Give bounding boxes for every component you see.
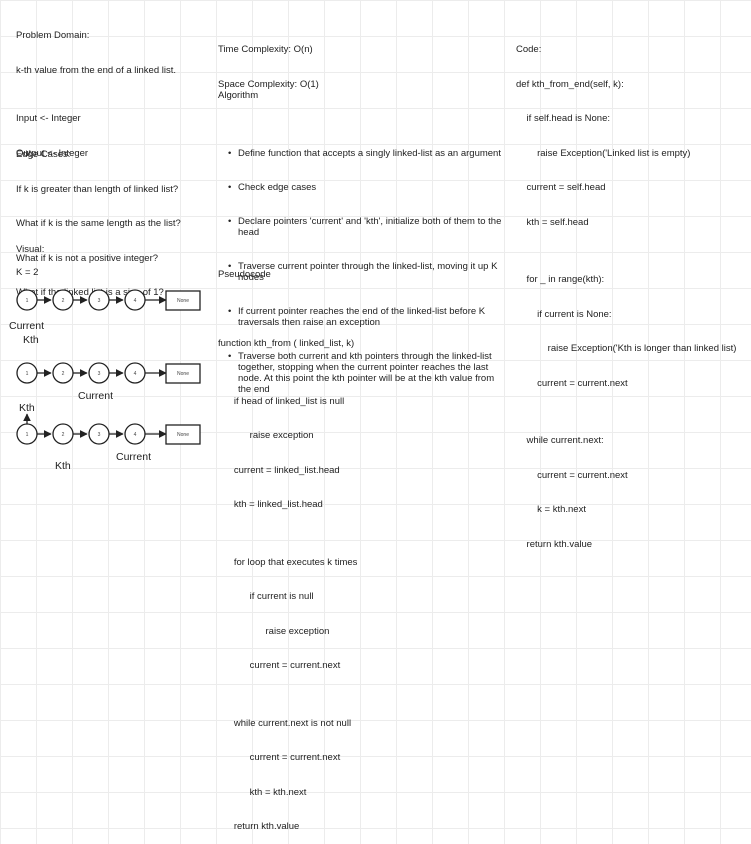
algorithm-step: Traverse current pointer through the lin…: [228, 261, 508, 283]
list-row-3: 1 2 3 4 None: [16, 413, 201, 445]
pseudocode-line: return kth.value: [218, 821, 300, 832]
node-value: 4: [134, 298, 137, 304]
list-row-1: 1 2 3 4 None: [16, 289, 201, 311]
current-pointer-label: Current: [116, 451, 152, 463]
visual-heading: Visual:: [16, 244, 45, 255]
none-label: None: [177, 298, 189, 304]
edge-cases: Edge Cases: If k is greater than length …: [16, 126, 181, 310]
current-pointer-label: Current: [78, 390, 114, 402]
node-value: 3: [98, 371, 101, 377]
algorithm-step: Check edge cases: [228, 182, 508, 193]
output-line: Output <- Integer: [16, 147, 89, 159]
kth-pointer-label: Kth: [23, 334, 39, 346]
code-line: current = self.head: [516, 182, 606, 193]
pseudocode-line: function kth_from ( linked_list, k): [218, 338, 355, 349]
list-node: [88, 289, 110, 311]
code-line: if current is None:: [516, 308, 612, 320]
linked-list-diagram: 1 2 3 4 None 1 2 3 4 None 1 2 3 4: [16, 289, 201, 445]
edge-case-item: What if k is not a positive integer?: [16, 252, 159, 264]
pseudocode-line: raise exception: [218, 625, 330, 637]
pseudocode-line: while current.next is not null: [218, 717, 352, 729]
node-value: 2: [62, 298, 65, 304]
code-line: raise Exception('Kth is longer than link…: [516, 343, 737, 354]
none-label: None: [177, 432, 189, 438]
none-box: [165, 363, 201, 384]
list-node: [16, 362, 38, 384]
problem-domain: Problem Domain: k-th value from the end …: [16, 7, 176, 88]
list-node: [88, 362, 110, 384]
k-value-label: K = 2: [16, 267, 39, 278]
node-value: 2: [62, 432, 65, 438]
node-value: 3: [98, 432, 101, 438]
io-section: Input <- Integer Output <- Integer: [16, 90, 88, 171]
algorithm-step: Declare pointers 'current' and 'kth', in…: [228, 216, 508, 238]
node-value: 4: [134, 432, 137, 438]
code-line: raise Exception('Linked list is empty): [516, 147, 691, 159]
pseudocode-line: current = current.next: [218, 660, 341, 671]
none-box: [165, 290, 201, 311]
algorithm-step: Traverse both current and kth pointers t…: [228, 351, 508, 395]
pseudocode-line: if head of linked_list is null: [218, 395, 345, 407]
code-line: k = kth.next: [516, 504, 586, 515]
code-line: return kth.value: [516, 538, 593, 550]
list-node: [52, 362, 74, 384]
list-node: [16, 289, 38, 311]
pseudocode-line: for loop that executes k times: [218, 556, 358, 568]
node-value: 2: [62, 371, 65, 377]
problem-description: k-th value from the end of a linked list…: [16, 64, 176, 76]
complexity: Time Complexity: O(n) Space Complexity: …: [218, 21, 319, 102]
algorithm-step: Define function that accepts a singly li…: [228, 148, 508, 159]
none-box: [165, 424, 201, 445]
pseudocode-line: kth = linked_list.head: [218, 499, 323, 510]
space-complexity: Space Complexity: O(1): [218, 78, 319, 90]
list-row-2: 1 2 3 4 None: [16, 362, 201, 384]
current-pointer-label: Current: [9, 320, 45, 332]
list-node: [88, 423, 110, 445]
list-node: [52, 289, 74, 311]
list-node: [124, 423, 146, 445]
kth-pointer-label: Kth: [55, 460, 71, 472]
node-value: 4: [134, 371, 137, 377]
list-node: [124, 362, 146, 384]
pseudocode-line: current = linked_list.head: [218, 464, 340, 476]
pseudocode-line: raise exception: [218, 430, 314, 441]
input-line: Input <- Integer: [16, 113, 81, 124]
code-line: if self.head is None:: [516, 113, 610, 124]
node-value: 1: [26, 298, 29, 304]
edge-case-item: What if k is the same length as the list…: [16, 218, 181, 229]
code-line: for _ in range(kth):: [516, 274, 605, 285]
code-line: def kth_from_end(self, k):: [516, 78, 624, 90]
node-value: 3: [98, 298, 101, 304]
algorithm-steps: Define function that accepts a singly li…: [218, 125, 508, 418]
algorithm: Algorithm Define function that accepts a…: [218, 67, 508, 429]
problem-heading: Problem Domain:: [16, 30, 90, 41]
edge-cases-heading: Edge Cases:: [16, 149, 71, 160]
pseudocode-line: current = current.next: [218, 752, 341, 763]
list-node: [52, 423, 74, 445]
code-heading: Code:: [516, 44, 542, 55]
algorithm-heading: Algorithm: [218, 90, 259, 101]
pseudocode-heading: Pseudocode: [218, 269, 271, 280]
list-node: [16, 423, 38, 445]
node-value: 1: [26, 432, 29, 438]
code-line: kth = self.head: [516, 216, 589, 228]
edge-case-item: If k is greater than length of linked li…: [16, 183, 179, 195]
kth-pointer-label: Kth: [19, 402, 35, 414]
code-line: current = current.next: [516, 469, 628, 481]
list-node: [124, 289, 146, 311]
code-line: current = current.next: [516, 377, 628, 389]
time-complexity: Time Complexity: O(n): [218, 44, 313, 55]
node-value: 1: [26, 371, 29, 377]
pseudocode-line: if current is null: [218, 591, 314, 602]
code-line: while current.next:: [516, 435, 604, 446]
pseudocode-line: kth = kth.next: [218, 786, 307, 798]
none-label: None: [177, 371, 189, 377]
algorithm-step: If current pointer reaches the end of th…: [228, 306, 508, 328]
